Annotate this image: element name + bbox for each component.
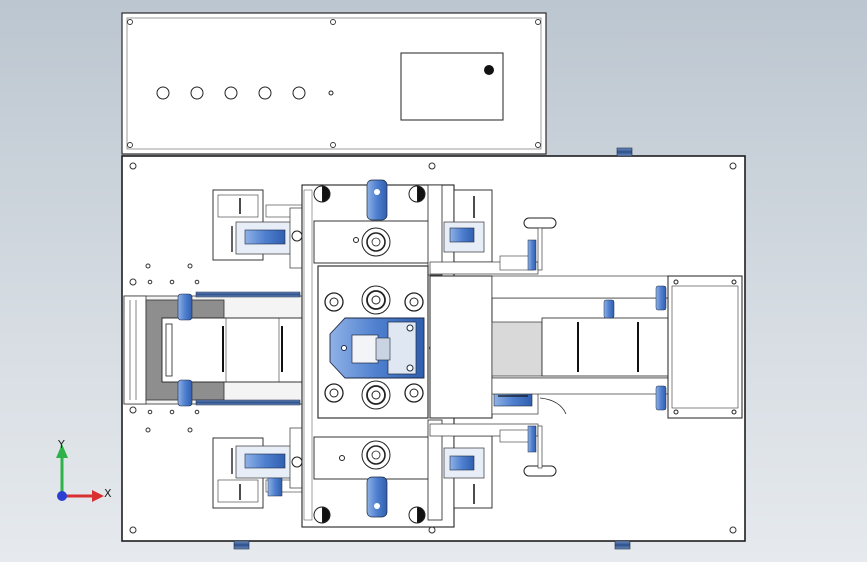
central-spindle-assembly bbox=[317, 265, 435, 419]
right-conveyor bbox=[429, 275, 675, 419]
panel-indicator-light bbox=[484, 65, 494, 75]
frame-corner-knobs bbox=[313, 185, 426, 524]
panel-button-holes bbox=[156, 86, 334, 100]
left-conveyor bbox=[123, 291, 305, 407]
lower-left-clamp-module bbox=[212, 427, 307, 509]
upper-right-clamp-module bbox=[429, 189, 557, 275]
control-panel-box bbox=[121, 12, 547, 155]
triad-y-label: Y bbox=[58, 438, 65, 451]
panel-display-cutout bbox=[400, 52, 504, 121]
triad-x-label: X bbox=[104, 487, 112, 500]
upper-left-clamp-module bbox=[212, 189, 307, 269]
panel-screw-holes bbox=[127, 19, 541, 148]
triad-axes-icon bbox=[56, 444, 104, 502]
coordinate-triad: Y X bbox=[48, 438, 118, 510]
central-frame bbox=[301, 179, 455, 528]
base-feet bbox=[233, 147, 633, 550]
right-drive-box bbox=[667, 275, 743, 419]
lower-right-clamp-module bbox=[429, 423, 557, 509]
